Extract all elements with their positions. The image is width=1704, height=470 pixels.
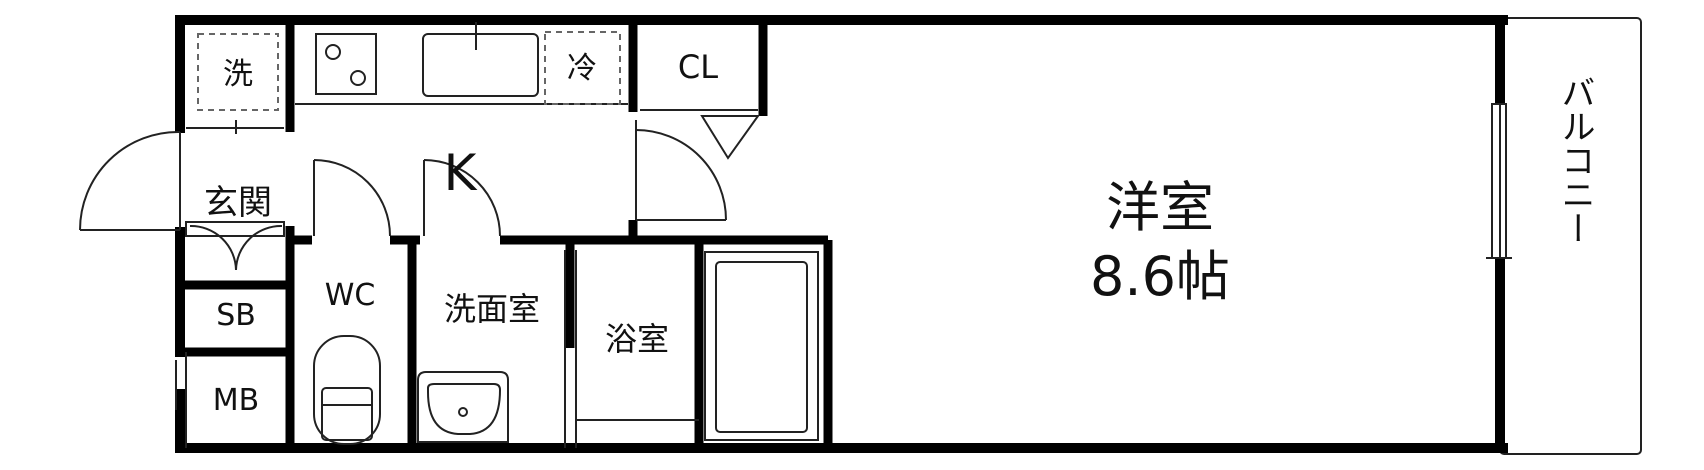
closet-shelf	[640, 109, 760, 160]
balcony-label: バルコニー	[1555, 75, 1595, 245]
stove-icon	[315, 33, 377, 95]
balcony-outline	[1499, 17, 1642, 455]
toilet-label: WC	[325, 278, 376, 313]
doors	[79, 120, 727, 271]
bathroom-label: 浴室	[605, 320, 669, 358]
room-labels: 洗 冷 CL K 玄関 SB MB WC 洗面室 浴室 洋室 8.6帖 バルコニ…	[204, 48, 1595, 418]
entrance-label: 玄関	[204, 183, 272, 223]
closet-label: CL	[678, 48, 718, 86]
washroom-label: 洗面室	[444, 290, 540, 328]
wash-basin-icon	[417, 371, 509, 443]
washer-label: 洗	[223, 57, 253, 92]
outer-walls	[175, 15, 1508, 453]
western-room-size: 8.6帖	[1090, 245, 1230, 308]
kitchen-label: K	[444, 144, 478, 202]
shoe-box-label: SB	[216, 298, 256, 333]
meter-box-label: MB	[213, 383, 259, 418]
fridge-label: 冷	[567, 51, 597, 86]
toilet-icon	[313, 335, 381, 445]
thin-lines	[175, 103, 1512, 448]
bathtub	[704, 251, 819, 441]
interior-walls	[180, 20, 833, 448]
western-room-name: 洋室	[1106, 176, 1214, 239]
fridge-space	[544, 31, 621, 105]
kitchen-sink-icon	[422, 22, 539, 97]
